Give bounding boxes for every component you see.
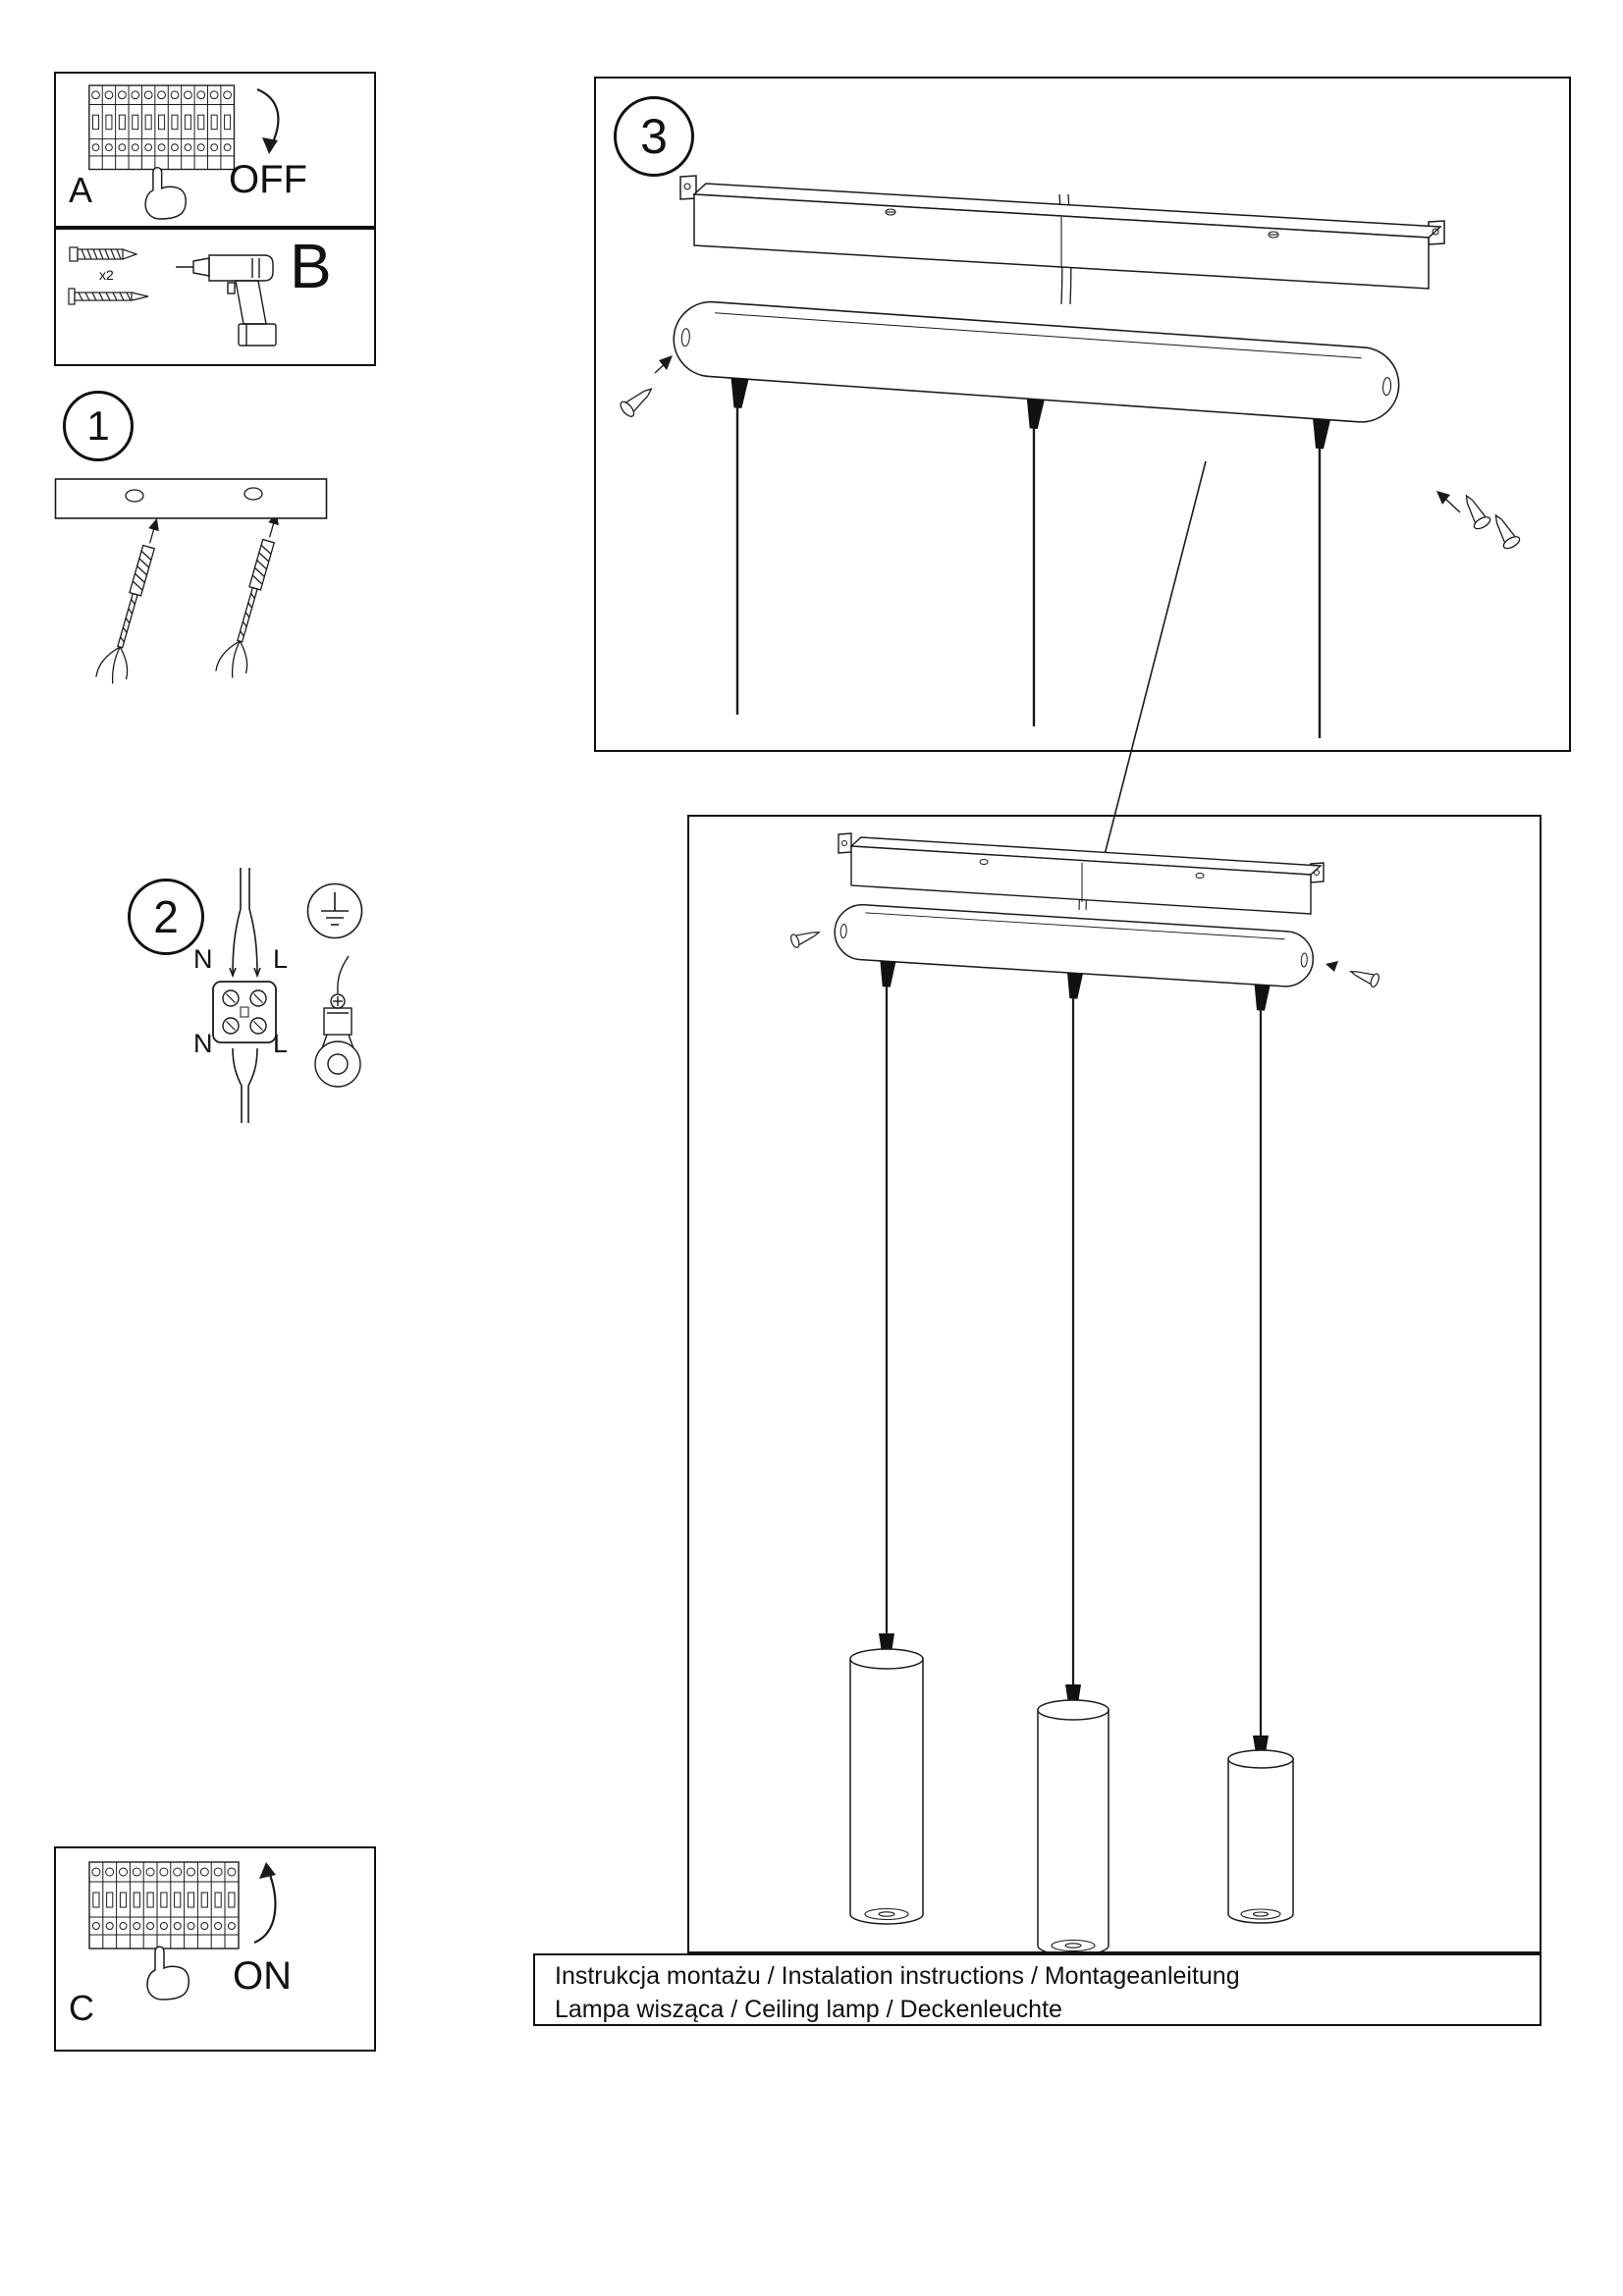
pendant-lamp-box (687, 815, 1542, 1953)
step-1-number-text: 1 (86, 402, 110, 449)
mounting-plate-drawing (54, 478, 328, 519)
pendant-lamp-drawing (790, 832, 1380, 1951)
terminal-block-wiring-drawing (212, 868, 277, 1123)
switch-up-arrow-icon (253, 1862, 277, 1945)
step-3-box: 3 (594, 77, 1571, 752)
ground-clamp-drawing (314, 955, 361, 1088)
step-2-number: 2 (128, 879, 204, 955)
wire-label-n-bottom: N (193, 1029, 213, 1058)
power-off-label: OFF (229, 158, 307, 201)
wire-label-l-top: L (273, 944, 289, 974)
footer-product-line: Lampa wisząca / Ceiling lamp / Deckenleu… (555, 1996, 1062, 2023)
step-b-box: x2 B (54, 228, 376, 366)
breaker-panel-and-hand-drawing (88, 1861, 240, 2001)
step-c-label: C (69, 1988, 94, 2028)
power-on-label: ON (233, 1954, 292, 1998)
step-2-number-text: 2 (153, 891, 179, 942)
wire-label-n-top: N (193, 944, 213, 974)
screw-icon (68, 288, 149, 305)
step-b-label: B (290, 231, 332, 301)
wire-label-l-bottom: L (273, 1029, 289, 1058)
anchor-count-label: x2 (99, 267, 114, 283)
step-c-box: ON C (54, 1846, 376, 2052)
step-1-number: 1 (63, 391, 134, 461)
wall-plug-icon (69, 246, 138, 262)
step-a-box: A OFF (54, 72, 376, 228)
earth-ground-symbol-icon (306, 882, 363, 939)
breaker-panel-and-hand-drawing (88, 84, 236, 220)
step-3-number-text: 3 (640, 109, 668, 164)
ceiling-rail-detail-drawing (620, 175, 1521, 738)
anchor-screws-drawing (95, 518, 279, 684)
footer-title-block: Instrukcja montażu / Instalation instruc… (533, 1953, 1542, 2026)
switch-down-arrow-icon (256, 87, 280, 154)
drill-icon (176, 254, 277, 347)
footer-instructions-line: Instrukcja montażu / Instalation instruc… (555, 1962, 1240, 1990)
step-3-number: 3 (614, 96, 694, 177)
step-a-label: A (69, 170, 93, 210)
